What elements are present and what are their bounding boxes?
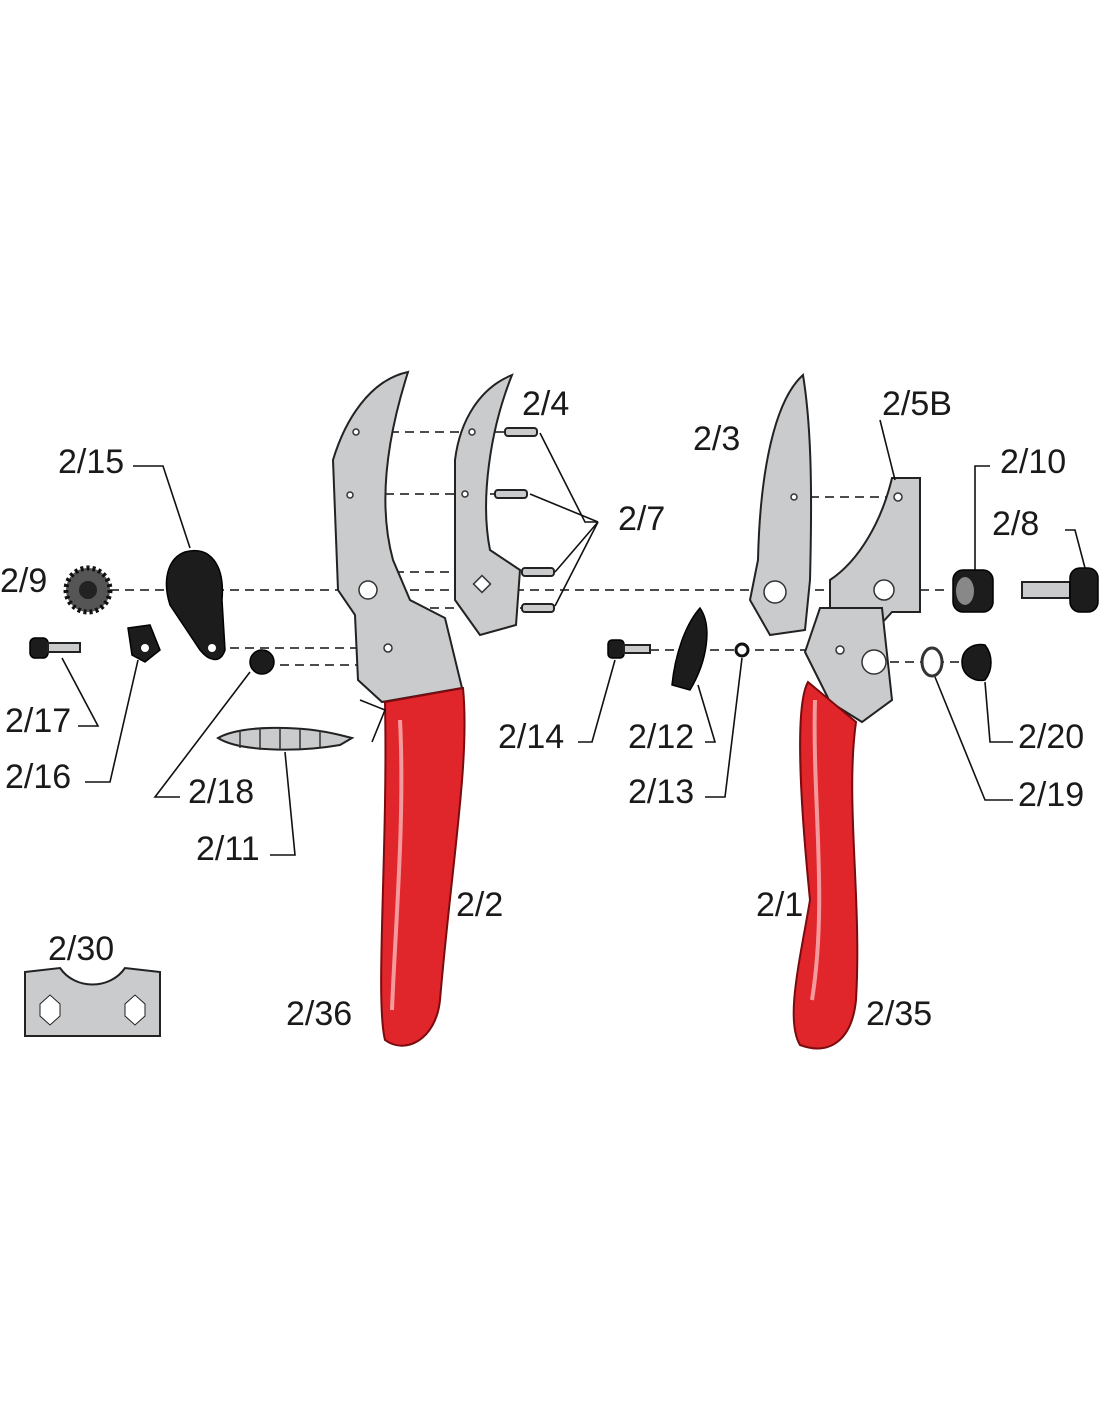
label-2-7: 2/7	[618, 500, 665, 538]
label-2-35: 2/35	[866, 995, 932, 1033]
rivets	[494, 427, 555, 613]
anvil-part	[829, 477, 921, 627]
part-labels: 2/4 2/15 2/7 2/3 2/5B 2/10 2/8 2/9 2/17 …	[0, 385, 1084, 1033]
label-2-16: 2/16	[5, 758, 71, 796]
spring-2-11	[216, 726, 355, 751]
left-handle-part	[331, 370, 466, 1047]
label-2-36: 2/36	[286, 995, 352, 1033]
screw-2-17	[29, 637, 81, 659]
lock-part-2-16	[127, 624, 161, 663]
leader-lines	[61, 419, 1086, 856]
bolt-2-8	[1021, 567, 1099, 613]
key-tool-2-30	[24, 966, 161, 1037]
label-2-10: 2/10	[1000, 443, 1066, 481]
label-2-14: 2/14	[498, 718, 564, 756]
gear-plate	[165, 549, 226, 661]
label-2-19: 2/19	[1018, 776, 1084, 814]
nut-2-10	[952, 569, 994, 613]
label-2-2: 2/2	[456, 886, 503, 924]
right-handle-part	[792, 607, 894, 1050]
label-2-5b: 2/5B	[882, 385, 952, 423]
label-2-8: 2/8	[992, 505, 1039, 543]
blade-part	[454, 373, 555, 637]
label-2-3: 2/3	[693, 420, 740, 458]
label-2-17: 2/17	[5, 702, 71, 740]
label-2-20: 2/20	[1018, 718, 1084, 756]
label-2-18: 2/18	[188, 773, 254, 811]
label-2-13: 2/13	[628, 773, 694, 811]
label-2-30: 2/30	[48, 930, 114, 968]
label-2-4: 2/4	[522, 385, 569, 423]
ring-2-19	[920, 646, 944, 678]
label-2-9: 2/9	[0, 562, 47, 600]
cap-2-20	[961, 643, 992, 682]
label-2-11: 2/11	[196, 830, 260, 868]
catch-2-12	[671, 606, 708, 691]
small-parts	[24, 549, 1099, 1037]
label-2-12: 2/12	[628, 718, 694, 756]
cutting-blade-part	[748, 373, 813, 637]
screw-2-14	[607, 639, 651, 659]
label-2-1: 2/1	[756, 886, 803, 924]
label-2-15: 2/15	[58, 443, 124, 481]
bush-2-18	[249, 649, 275, 675]
washer-2-13	[734, 642, 750, 658]
